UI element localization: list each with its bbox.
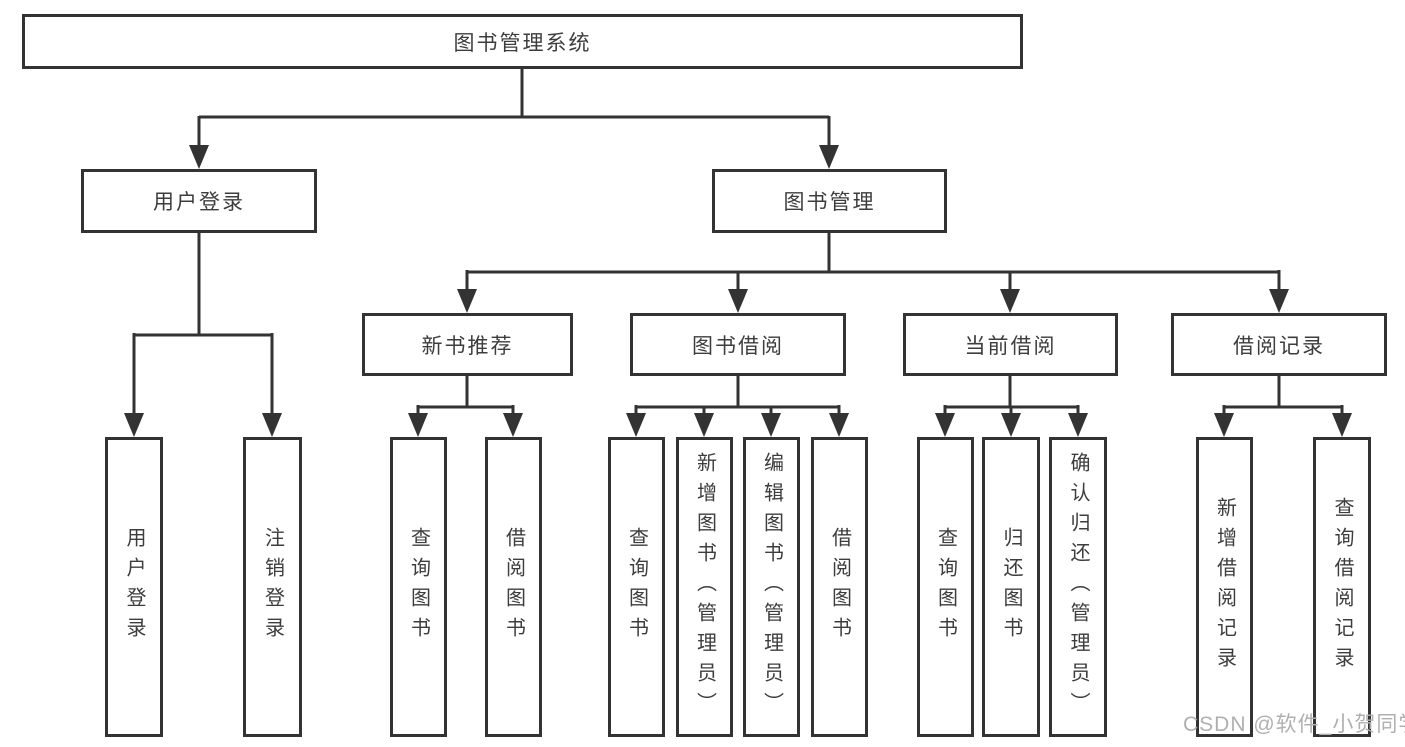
leaf-confirm-return-admin: 确认归还（管理员） [1049, 437, 1107, 737]
leaf-query-books-current: 查询图书 [917, 437, 974, 737]
connector-bookmgmt-to-level3 [457, 233, 1289, 313]
leaf-add-books-admin: 新增图书（管理员） [676, 437, 733, 737]
connector-currentborrow-to-leaves [935, 376, 1088, 437]
arrow-down-icon [1269, 289, 1289, 313]
arrow-down-icon [694, 413, 714, 437]
node-book-management: 图书管理 [712, 169, 947, 233]
arrow-down-icon [829, 413, 849, 437]
connector-root-to-level2 [189, 69, 839, 169]
arrow-down-icon [189, 145, 209, 169]
leaf-return-books: 归还图书 [982, 437, 1040, 737]
arrow-down-icon [1068, 413, 1088, 437]
arrow-down-icon [408, 413, 428, 437]
leaf-query-borrow-record: 查询借阅记录 [1313, 437, 1371, 737]
connector-userlogin-to-leaves [124, 233, 282, 437]
arrow-down-icon [819, 145, 839, 169]
watermark-text: CSDN @软件_小贺同学 [1183, 713, 1405, 736]
leaf-borrow-books-borrowing: 借阅图书 [811, 437, 868, 737]
node-book-borrowing: 图书借阅 [630, 313, 846, 376]
arrow-down-icon [1214, 413, 1234, 437]
leaf-edit-books-admin: 编辑图书（管理员） [743, 437, 800, 737]
leaf-logout: 注销登录 [243, 437, 302, 737]
connector-borrowrecords-to-leaves [1214, 376, 1352, 437]
node-new-book-recommendation: 新书推荐 [362, 313, 573, 376]
arrow-down-icon [728, 289, 748, 313]
arrow-down-icon [1001, 413, 1021, 437]
node-user-login: 用户登录 [81, 169, 317, 233]
arrow-down-icon [124, 413, 144, 437]
leaf-add-borrow-record: 新增借阅记录 [1196, 437, 1253, 737]
leaf-user-login: 用户登录 [105, 437, 163, 737]
arrow-down-icon [626, 413, 646, 437]
arrow-down-icon [503, 413, 523, 437]
node-borrowing-records: 借阅记录 [1171, 313, 1387, 376]
leaf-borrow-books-recommend: 借阅图书 [485, 437, 542, 737]
arrow-down-icon [457, 289, 477, 313]
connector-newbook-to-leaves [408, 376, 523, 437]
arrow-down-icon [262, 413, 282, 437]
arrow-down-icon [1000, 289, 1020, 313]
node-library-management-system: 图书管理系统 [22, 14, 1023, 69]
arrow-down-icon [761, 413, 781, 437]
connector-bookborrow-to-leaves [626, 376, 849, 437]
node-current-borrowing: 当前借阅 [903, 313, 1118, 376]
leaf-query-books-recommend: 查询图书 [390, 437, 447, 737]
arrow-down-icon [1332, 413, 1352, 437]
leaf-query-books-borrowing: 查询图书 [608, 437, 665, 737]
arrow-down-icon [935, 413, 955, 437]
